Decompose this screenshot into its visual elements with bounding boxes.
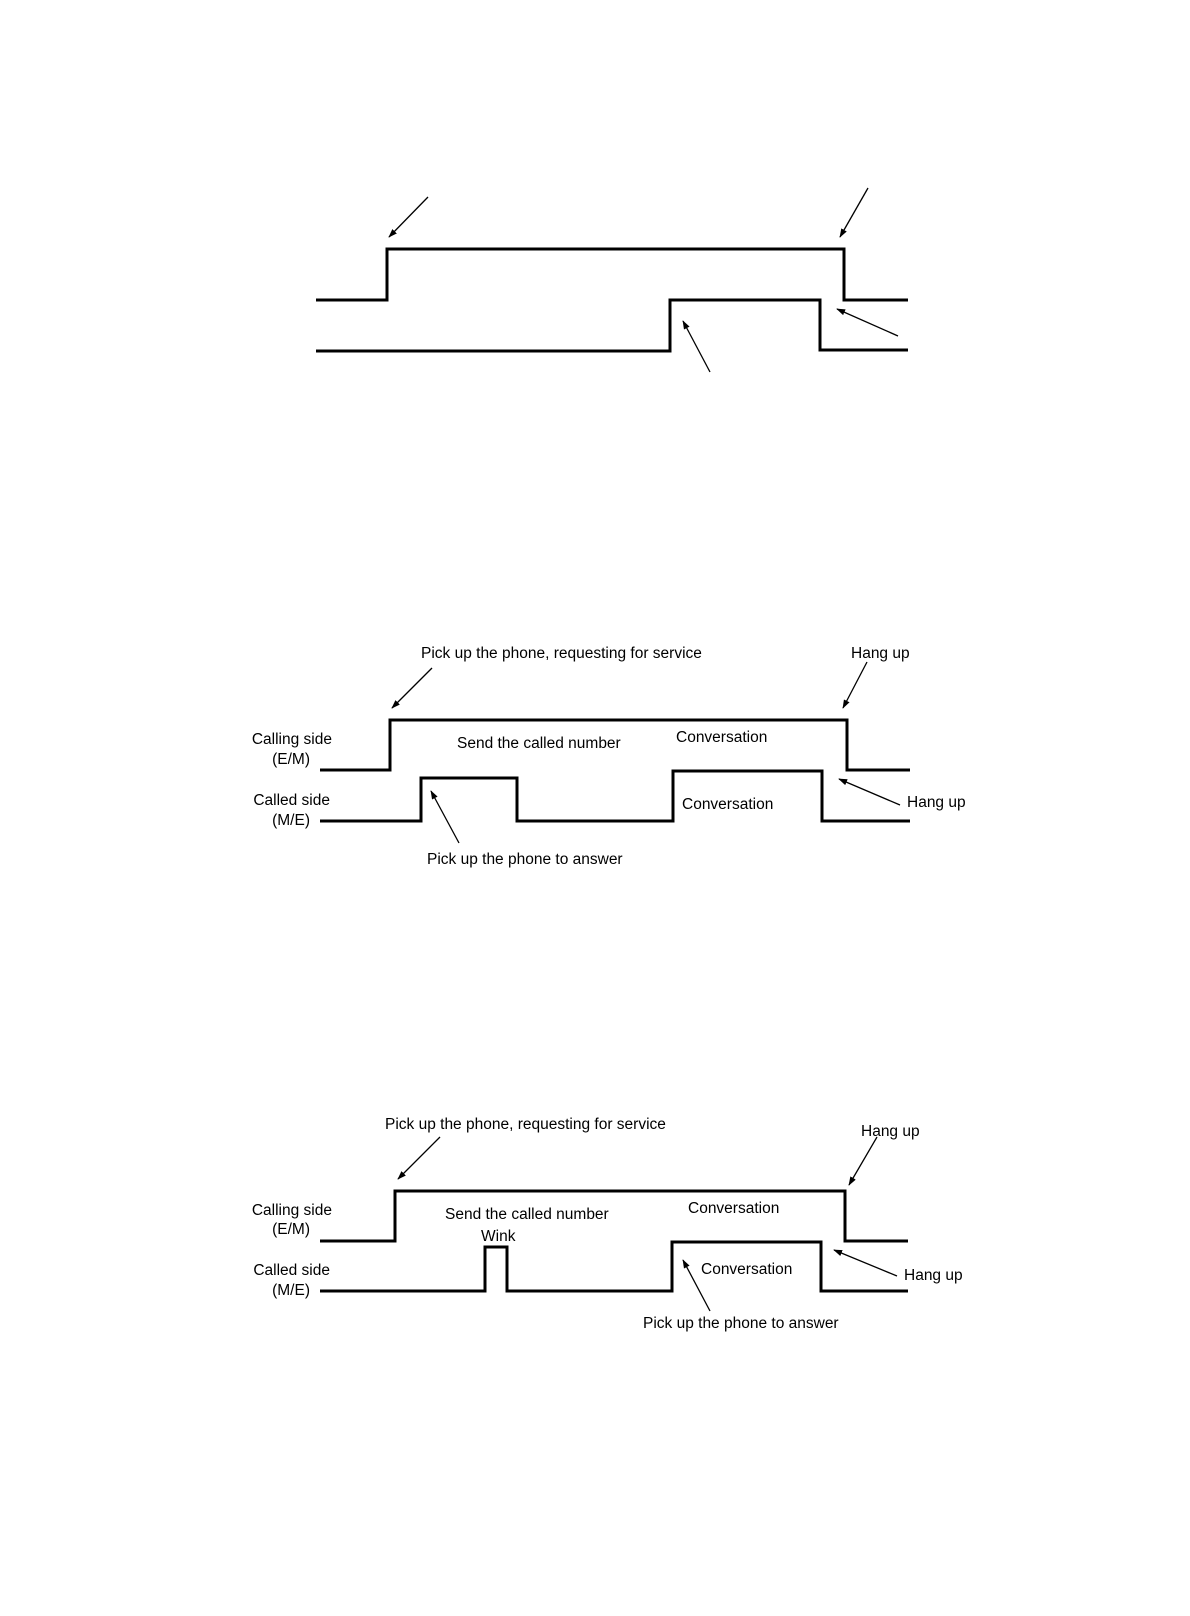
hangup-top-label: Hang up	[861, 1123, 920, 1140]
request-arrow	[391, 667, 433, 709]
answer-label: Pick up the phone to answer	[643, 1315, 839, 1332]
called-side-waveform	[316, 298, 908, 353]
calling-side-label: Calling side	[252, 731, 332, 748]
calling-side-sublabel: (E/M)	[272, 751, 310, 768]
called-side-sublabel: (M/E)	[272, 1282, 310, 1299]
hangup-right-arrow	[833, 1249, 898, 1277]
calling-side-label: Calling side	[252, 1202, 332, 1219]
conversation-called-label: Conversation	[701, 1261, 792, 1278]
calling-side-waveform	[320, 718, 910, 772]
diagram-1	[316, 187, 908, 373]
calling-side-waveform	[320, 1189, 908, 1243]
conversation-called-label: Conversation	[682, 796, 773, 813]
request-arrow	[388, 196, 429, 238]
hangup-right-label: Hang up	[907, 794, 966, 811]
hangup-right-label: Hang up	[904, 1267, 963, 1284]
send-number-label: Send the called number	[445, 1206, 609, 1223]
send-number-label: Send the called number	[457, 735, 621, 752]
diagram-3: Pick up the phone, requesting for servic…	[252, 1116, 963, 1332]
hangup-right-arrow	[838, 778, 901, 806]
conversation-calling-label: Conversation	[688, 1200, 779, 1217]
answer-arrow	[430, 790, 460, 844]
request-arrow	[397, 1136, 441, 1180]
called-side-waveform	[320, 769, 910, 823]
called-side-label: Called side	[253, 1262, 330, 1279]
diagram-2: Pick up the phone, requesting for servic…	[252, 645, 966, 868]
calling-side-sublabel: (E/M)	[272, 1221, 310, 1238]
request-label: Pick up the phone, requesting for servic…	[385, 1116, 666, 1133]
called-side-sublabel: (M/E)	[272, 812, 310, 829]
hangup-top-arrow	[842, 661, 868, 709]
request-label: Pick up the phone, requesting for servic…	[421, 645, 702, 662]
called-side-waveform	[320, 1240, 908, 1293]
called-side-label: Called side	[253, 792, 330, 809]
calling-side-waveform	[316, 247, 908, 302]
answer-arrow	[682, 1259, 711, 1312]
hangup-right-arrow	[836, 308, 899, 337]
wink-label: Wink	[481, 1228, 516, 1245]
hangup-top-arrow	[839, 187, 869, 238]
conversation-calling-label: Conversation	[676, 729, 767, 746]
hangup-top-label: Hang up	[851, 645, 910, 662]
hangup-top-arrow	[848, 1136, 878, 1186]
answer-label: Pick up the phone to answer	[427, 851, 623, 868]
answer-arrow	[682, 320, 711, 373]
